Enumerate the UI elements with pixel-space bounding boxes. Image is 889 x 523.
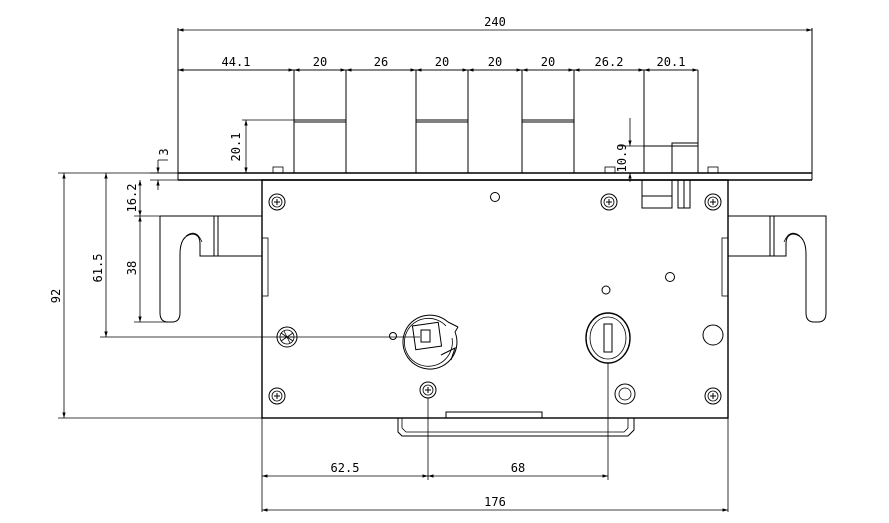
lock-case	[261, 179, 729, 419]
dim-pin-spacing-3: 26	[374, 55, 388, 69]
dim-pin-spacing-8: 20.1	[657, 55, 686, 69]
dim-pin-spacing-6: 20	[541, 55, 555, 69]
dim-cylinder-offset: 61.5	[91, 254, 105, 283]
screw	[419, 381, 437, 399]
screws	[268, 193, 722, 405]
dim-pin-height: 20.1	[229, 133, 243, 162]
handle-follower	[402, 314, 459, 370]
dim-total-height: 92	[49, 289, 63, 303]
dim-plate-thickness: 3	[157, 148, 171, 155]
bottom-guide	[397, 411, 635, 437]
dim-latch-offset: 16.2	[125, 184, 139, 213]
right-handle	[728, 215, 827, 323]
dim-pin-spacing-4: 20	[435, 55, 449, 69]
dim-handle-span: 38	[125, 261, 139, 275]
dim-center-distance: 68	[511, 461, 525, 475]
faceplate	[177, 28, 813, 181]
dim-pin-spacing-5: 20	[488, 55, 502, 69]
dimension-labels: 240 44.1 20 26 20 20 20 26.2 20.1 20.1 1…	[49, 15, 685, 509]
left-handle	[159, 215, 262, 323]
dim-backset: 62.5	[331, 461, 360, 475]
holes	[389, 192, 724, 405]
dim-small-block-height: 10.9	[615, 144, 629, 173]
dim-pin-spacing-2: 20	[313, 55, 327, 69]
screw	[704, 387, 722, 405]
dim-case-width: 176	[484, 495, 506, 509]
dim-pin-spacing-1: 44.1	[222, 55, 251, 69]
screw	[600, 193, 618, 211]
screw	[268, 193, 286, 211]
pin-blocks	[293, 70, 699, 174]
cylinder	[585, 312, 631, 364]
latch-bolt	[641, 179, 691, 209]
screw	[268, 387, 286, 405]
dim-overall-width: 240	[484, 15, 506, 29]
dimension-lines	[58, 28, 812, 512]
screw	[704, 193, 722, 211]
dim-pin-spacing-7: 26.2	[595, 55, 624, 69]
